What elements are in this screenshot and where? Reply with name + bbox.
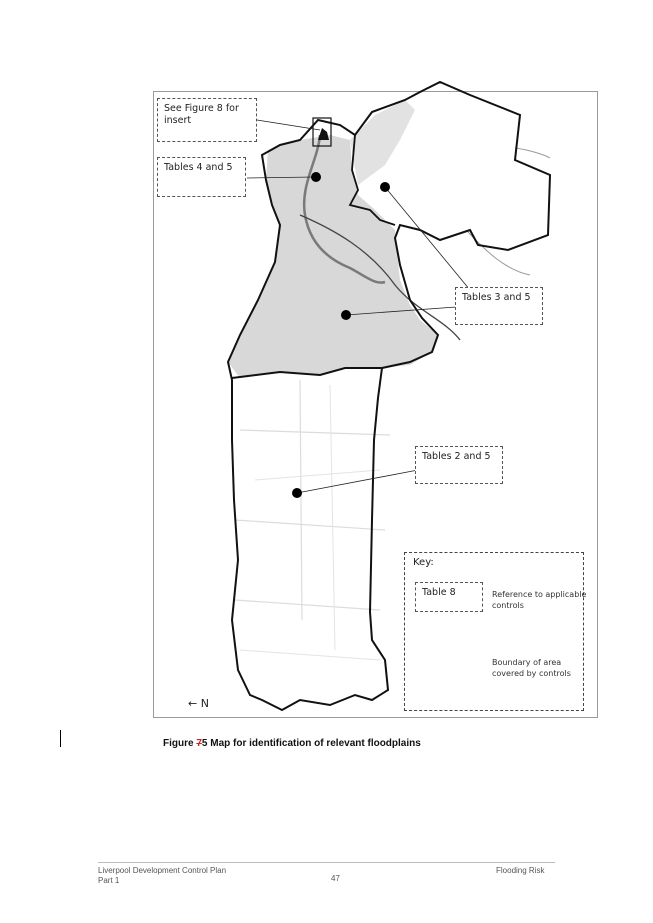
road-line [239, 384, 381, 661]
ref-dot-tables-4-5 [311, 172, 321, 182]
caption-struck-number: 7 [196, 738, 202, 749]
leader-tables-3-5b [345, 306, 457, 316]
footer-part: Part 1 [98, 876, 120, 885]
map-key [404, 552, 584, 711]
ref-dot-tables-2-5 [292, 488, 302, 498]
leader-tables-3-5a [384, 186, 471, 291]
shaded-area-upper [350, 100, 415, 185]
revision-change-bar [60, 730, 61, 747]
footer-page-number: 47 [331, 874, 340, 883]
key-reference-desc: Reference to applicable controls [492, 590, 587, 610]
shaded-area-north [228, 135, 438, 378]
footer-section: Flooding Risk [496, 866, 545, 875]
footer-doc-title: Liverpool Development Control Plan [98, 866, 227, 875]
insert-shape [318, 128, 329, 140]
road-line [234, 379, 391, 621]
callout-tables-2-5: Tables 2 and 5 [415, 446, 503, 484]
callout-see-figure-8: See Figure 8 for insert [157, 98, 257, 142]
caption-text: 5 Map for identification of relevant flo… [201, 738, 421, 749]
key-boundary-desc: Boundary of area covered by controls [492, 658, 571, 678]
floodplain-boundary [231, 367, 382, 379]
key-example-label: Table 8 [415, 582, 483, 612]
key-title: Key: [413, 557, 434, 568]
caption-prefix: Figure [163, 738, 197, 749]
ref-dot-tables-3-5-east [380, 182, 390, 192]
leader-tables-4-5 [246, 176, 316, 179]
figure-caption: Figure 75 Map for identification of rele… [163, 738, 421, 749]
floodplain-boundary [348, 134, 396, 226]
callout-tables-3-5: Tables 3 and 5 [455, 287, 543, 325]
river-line [302, 134, 386, 284]
motorway-line [299, 214, 461, 341]
ref-dot-tables-3-5 [341, 310, 351, 320]
footer-rule [98, 862, 555, 863]
north-arrow: ← N [188, 697, 209, 710]
road-line [514, 147, 551, 159]
road-line [467, 231, 531, 276]
callout-tables-4-5: Tables 4 and 5 [157, 157, 246, 197]
insert-box [312, 117, 332, 147]
leader-insert [256, 119, 321, 131]
leader-tables-2-5 [296, 469, 419, 494]
lga-boundary [226, 80, 552, 712]
